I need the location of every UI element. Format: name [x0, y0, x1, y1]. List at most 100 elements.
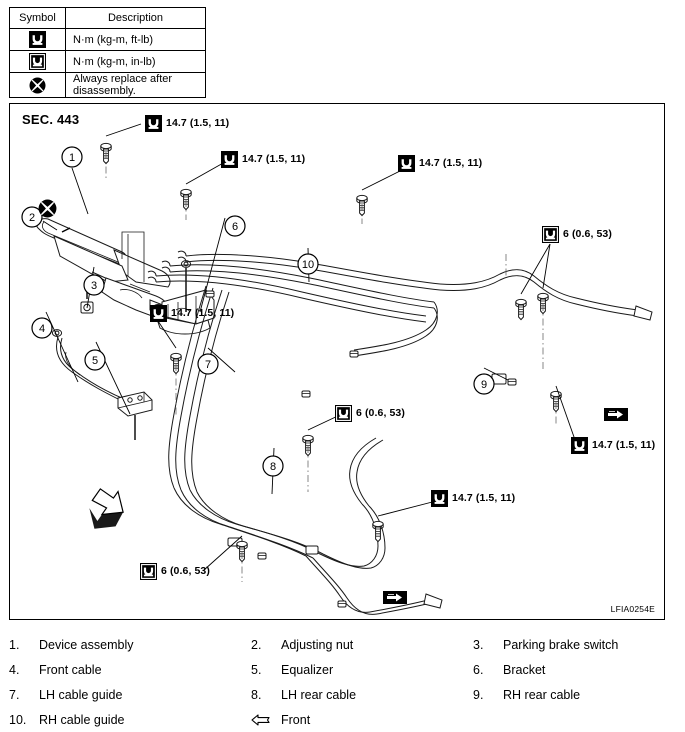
front-direction-arrow [89, 488, 124, 529]
front-box-bottom [383, 591, 407, 604]
torque-value: 14.7 (1.5, 11) [419, 157, 483, 169]
parts-legend: 1. Device assembly 2. Adjusting nut 3. P… [9, 632, 674, 732]
callout-6: 6 [224, 215, 246, 237]
torque-label: 14.7 (1.5, 11) [571, 437, 655, 454]
callout-2: 2 [21, 206, 43, 228]
torque-value: 14.7 (1.5, 11) [242, 153, 306, 165]
torque-label: 14.7 (1.5, 11) [431, 490, 515, 507]
svg-text:2: 2 [29, 212, 35, 224]
torque-ftlb-icon [29, 31, 46, 48]
svg-text:7: 7 [205, 359, 211, 371]
torque-label: 14.7 (1.5, 11) [221, 151, 305, 168]
callout-3: 3 [83, 274, 105, 296]
legend-item-8: 8. LH rear cable [251, 688, 473, 702]
legend-number: 3. [473, 637, 484, 652]
torque-ftlb-icon [571, 437, 588, 454]
torque-value: 14.7 (1.5, 11) [592, 439, 656, 451]
legend-item-10: 10. RH cable guide [9, 713, 251, 727]
diagram-linework: .ln { fill:none; stroke:#1a1a1a; stroke-… [21, 123, 653, 615]
legend-label: Bracket [503, 662, 546, 677]
legend-label: RH cable guide [39, 712, 125, 727]
legend-row: 1. Device assembly 2. Adjusting nut 3. P… [9, 632, 674, 657]
legend-item-6: 6. Bracket [473, 663, 673, 677]
legend-item-9: 9. RH rear cable [473, 688, 673, 702]
svg-text:6: 6 [232, 221, 238, 233]
symbol-table-header-row: Symbol Description [9, 7, 206, 29]
legend-label: Equalizer [281, 662, 334, 677]
torque-label: 14.7 (1.5, 11) [398, 155, 482, 172]
symbol-description: N·m (kg-m, in-lb) [65, 50, 206, 73]
svg-text:10: 10 [302, 259, 314, 271]
svg-text:1: 1 [69, 152, 75, 164]
torque-value: 14.7 (1.5, 11) [171, 307, 235, 319]
torque-label: 14.7 (1.5, 11) [150, 305, 234, 322]
callout-10: 10 [297, 253, 319, 275]
torque-inlb-icon [542, 226, 559, 243]
torque-ftlb-icon [431, 490, 448, 507]
legend-item-4: 4. Front cable [9, 663, 251, 677]
legend-row: 7. LH cable guide 8. LH rear cable 9. RH… [9, 682, 674, 707]
front-cable-graphic [56, 336, 125, 402]
legend-number: 4. [9, 662, 20, 677]
symbol-table-header-description: Description [65, 7, 206, 29]
legend-number: 5. [251, 662, 262, 677]
torque-ftlb-icon [150, 305, 167, 322]
equalizer-graphic [117, 391, 153, 440]
exploded-view-diagram: SEC. 443 LFIA0254E .ln { fill:none; stro… [9, 103, 665, 620]
legend-row: 10. RH cable guide Front [9, 707, 674, 732]
front-arrow-icon [251, 713, 281, 727]
bracket-graphic [155, 260, 215, 335]
assembly-centerlines [105, 152, 557, 582]
torque-label: 14.7 (1.5, 11) [145, 115, 229, 132]
legend-number: 10. [9, 712, 27, 727]
torque-value: 6 (0.6, 53) [356, 407, 405, 419]
legend-label: LH rear cable [281, 687, 357, 702]
symbol-description: N·m (kg-m, ft-lb) [65, 28, 206, 51]
callout-4: 4 [31, 317, 53, 339]
legend-label: RH rear cable [503, 687, 581, 702]
torque-value: 6 (0.6, 53) [161, 565, 210, 577]
legend-label: Parking brake switch [503, 637, 619, 652]
callout-8: 8 [262, 455, 284, 477]
svg-text:8: 8 [270, 461, 276, 473]
torque-inlb-icon [140, 563, 157, 580]
legend-label: Front cable [39, 662, 102, 677]
replace-part-icon [38, 199, 57, 218]
svg-text:4: 4 [39, 323, 45, 335]
torque-ftlb-icon [145, 115, 162, 132]
symbol-description: Always replace after disassembly. [65, 72, 206, 98]
drawing-code-label: LFIA0254E [610, 604, 655, 614]
legend-item-2: 2. Adjusting nut [251, 638, 473, 652]
callout-7: 7 [197, 353, 219, 375]
torque-label: 6 (0.6, 53) [140, 563, 210, 580]
svg-text:3: 3 [91, 280, 97, 292]
legend-number: 6. [473, 662, 484, 677]
callout-5: 5 [84, 349, 106, 371]
symbol-cell [9, 72, 66, 98]
torque-ftlb-icon [221, 151, 238, 168]
legend-number: 1. [9, 637, 20, 652]
torque-ftlb-icon [398, 155, 415, 172]
torque-value: 6 (0.6, 53) [563, 228, 612, 240]
legend-row: 4. Front cable 5. Equalizer 6. Bracket [9, 657, 674, 682]
svg-text:9: 9 [481, 379, 487, 391]
legend-label: Adjusting nut [281, 637, 354, 652]
torque-inlb-icon [29, 53, 46, 70]
front-box-right [604, 408, 628, 421]
symbol-legend-table: Symbol Description N·m (kg-m, ft-lb) [9, 7, 206, 98]
callout-9: 9 [473, 373, 495, 395]
torque-label: 6 (0.6, 53) [335, 405, 405, 422]
legend-item-5: 5. Equalizer [251, 663, 473, 677]
replace-part-marker [38, 199, 57, 218]
callout-1: 1 [61, 146, 83, 168]
symbol-cell [9, 28, 66, 51]
torque-value: 14.7 (1.5, 11) [166, 117, 230, 129]
legend-number: 2. [251, 637, 262, 652]
legend-item-front: Front [251, 713, 473, 727]
torque-inlb-icon [335, 405, 352, 422]
callout-bubbles: 1 2 3 4 5 6 7 8 9 10 [21, 146, 495, 477]
symbol-table-row: Always replace after disassembly. [9, 72, 206, 98]
symbol-table-row: N·m (kg-m, ft-lb) [9, 28, 206, 51]
legend-label: Front [281, 712, 311, 727]
rear-cable-runs [147, 250, 653, 615]
